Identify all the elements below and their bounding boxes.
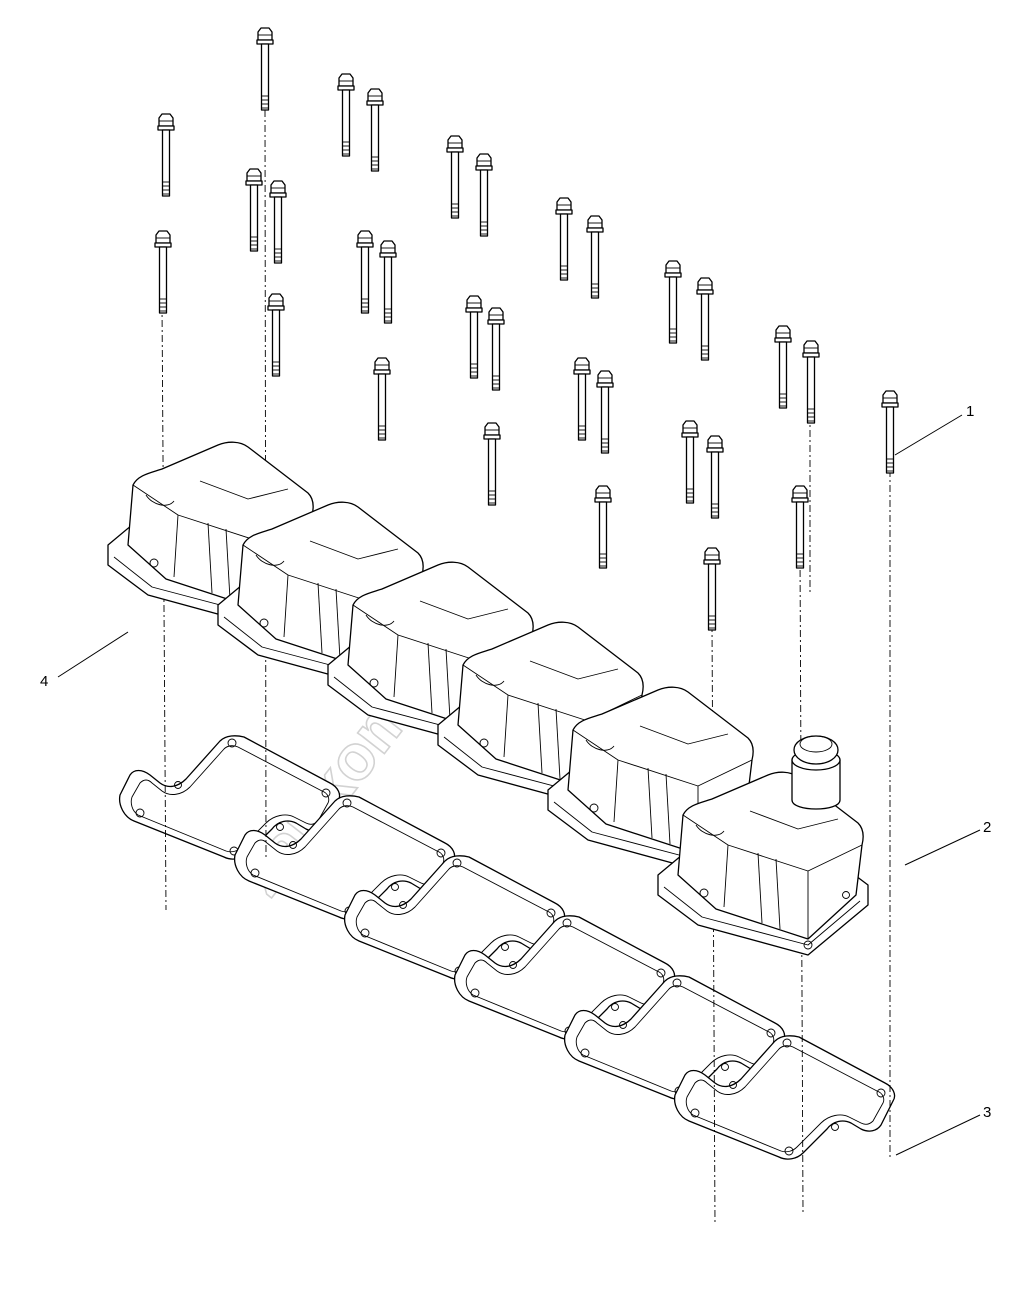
bolt bbox=[446, 135, 464, 219]
bolt bbox=[594, 485, 612, 569]
bolt bbox=[706, 435, 724, 519]
bolt bbox=[681, 420, 699, 504]
bolt bbox=[555, 197, 573, 281]
bolt bbox=[487, 307, 505, 391]
bolt-callout-1 bbox=[881, 390, 899, 474]
bolt bbox=[337, 73, 355, 157]
bolt bbox=[475, 153, 493, 237]
bolt bbox=[696, 277, 714, 361]
bolt bbox=[791, 485, 809, 569]
bolt bbox=[373, 357, 391, 441]
bolt bbox=[664, 260, 682, 344]
callout-2: 2 bbox=[983, 819, 991, 836]
bolt bbox=[366, 88, 384, 172]
bolt bbox=[379, 240, 397, 324]
bolt bbox=[465, 295, 483, 379]
bolt bbox=[703, 547, 721, 631]
callout-1: 1 bbox=[966, 403, 974, 420]
bolt bbox=[596, 370, 614, 454]
bolt bbox=[245, 168, 263, 252]
bolt bbox=[483, 422, 501, 506]
bolt bbox=[256, 27, 274, 111]
valve-cover-with-oil-cap bbox=[657, 735, 869, 956]
callout-3: 3 bbox=[983, 1104, 991, 1121]
bolt bbox=[267, 293, 285, 377]
leader-lines bbox=[57, 414, 981, 1156]
callout-4: 4 bbox=[40, 673, 48, 690]
valve-covers bbox=[107, 441, 869, 956]
bolt bbox=[356, 230, 374, 314]
bolt bbox=[586, 215, 604, 299]
bolt bbox=[774, 325, 792, 409]
bolt bbox=[157, 113, 175, 197]
bolt bbox=[802, 340, 820, 424]
bolt bbox=[154, 230, 172, 314]
bolt bbox=[269, 180, 287, 264]
bolt bbox=[573, 357, 591, 441]
